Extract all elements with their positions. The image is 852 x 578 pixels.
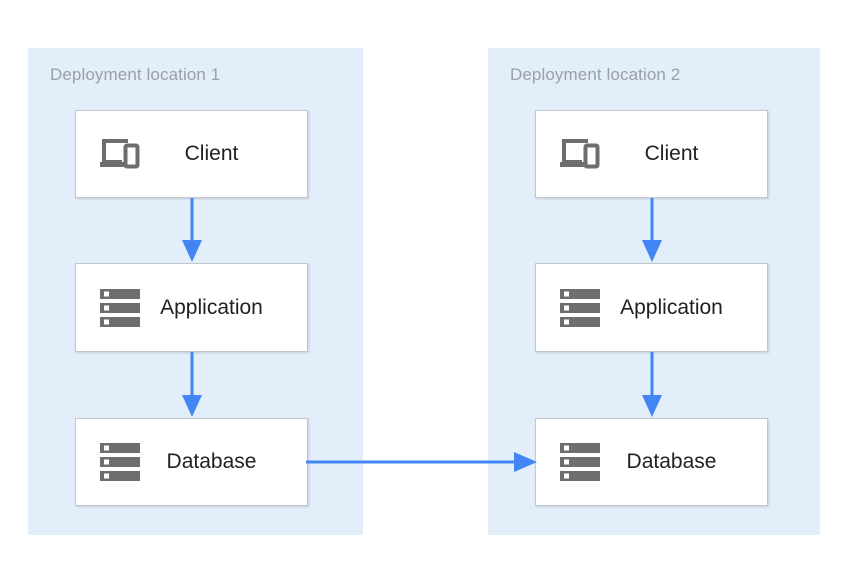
node-client-1[interactable]: Client [75,110,308,198]
deployment-location-1-label: Deployment location 1 [50,65,221,84]
devices-icon [558,132,604,176]
node-application-2[interactable]: Application [535,263,768,352]
devices-icon [98,132,144,176]
node-client-1-label: Client [184,142,239,165]
node-database-1-label: Database [166,450,257,473]
node-database-2[interactable]: Database [535,418,768,506]
server-stack-icon [558,286,604,330]
node-client-2[interactable]: Client [535,110,768,198]
server-stack-icon [98,440,144,484]
node-database-1[interactable]: Database [75,418,308,506]
node-application-1-label: Application [160,295,263,319]
server-stack-icon [98,286,144,330]
node-database-2-label: Database [626,450,717,473]
deployment-location-2-label: Deployment location 2 [510,65,681,84]
server-stack-icon [558,440,604,484]
node-client-2-label: Client [644,142,699,165]
node-application-2-label: Application [620,295,723,319]
node-application-1[interactable]: Application [75,263,308,352]
